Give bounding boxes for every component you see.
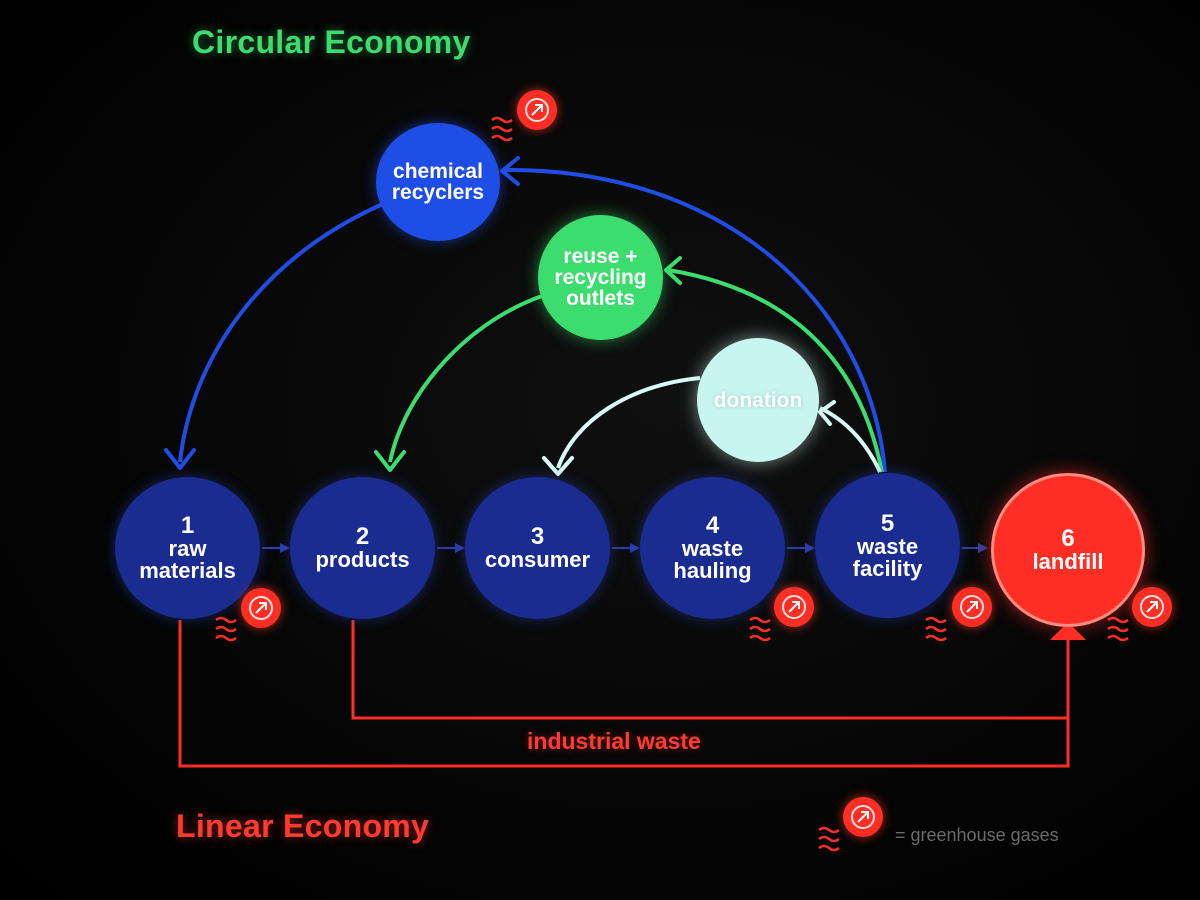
consumer-node: 3 consumer: [465, 477, 610, 619]
raw-materials-label-1: raw: [168, 536, 207, 561]
donation-label: donation: [713, 388, 803, 412]
reuse-return-arrowhead: [664, 256, 682, 285]
raw-materials-label-2: materials: [139, 558, 236, 583]
landfill-number: 6: [1061, 525, 1075, 552]
reuse-to-products-arrowhead: [374, 450, 406, 472]
circular-economy-title: Circular Economy: [192, 24, 471, 60]
waste-facility-node: 5 waste facility: [815, 473, 960, 618]
reuse-outlets-node: reuse + recycling outlets: [538, 215, 663, 340]
linear-economy-title: Linear Economy: [176, 808, 430, 844]
reuse-to-products-arc: [388, 293, 546, 463]
ghg-wave-icon: [749, 616, 771, 642]
ghg-wave-icon: [491, 116, 513, 142]
waste-hauling-label-2: hauling: [673, 558, 752, 583]
donation-return-arrowhead: [818, 400, 836, 426]
consumer-number: 3: [530, 523, 545, 550]
raw-materials-node: 1 raw materials: [115, 477, 260, 619]
reuse-outlets-label-3: outlets: [566, 287, 635, 310]
chemical-return-arc: [504, 167, 887, 473]
industrial-waste-line-products: [351, 620, 1068, 720]
ghg-wave-icon: [215, 616, 237, 642]
waste-hauling-node: 4 waste hauling: [640, 477, 785, 619]
reuse-outlets-label-1: reuse +: [563, 245, 638, 268]
greenhouse-gas-icon: [774, 587, 814, 627]
landfill-arrowhead: [1050, 622, 1086, 640]
ghg-wave-icon: [1107, 616, 1129, 642]
donation-node: donation: [697, 338, 819, 462]
donation-to-consumer-arrowhead: [542, 456, 574, 476]
raw-materials-number: 1: [180, 512, 195, 539]
products-label: products: [315, 547, 410, 572]
waste-hauling-number: 4: [705, 512, 720, 539]
legend-greenhouse-gas-icon: [843, 797, 883, 837]
chemical-recyclers-node: chemical recyclers: [376, 123, 500, 241]
greenhouse-gas-icon: [517, 90, 557, 130]
donation-return-arc: [819, 406, 882, 473]
waste-facility-number: 5: [880, 509, 895, 537]
consumer-label: consumer: [484, 547, 591, 572]
legend-text: = greenhouse gases: [895, 825, 1059, 845]
waste-facility-label-2: facility: [852, 555, 923, 581]
waste-hauling-label-1: waste: [681, 536, 744, 561]
landfill-label: landfill: [1032, 549, 1104, 574]
chemical-to-raw-arc: [178, 198, 393, 463]
greenhouse-gas-icon: [1132, 587, 1172, 627]
industrial-waste-label: industrial waste: [527, 728, 701, 754]
landfill-node: 6 landfill: [991, 473, 1145, 627]
greenhouse-gas-icon: [952, 587, 992, 627]
reuse-return-arc: [667, 268, 884, 473]
greenhouse-gas-icon: [241, 588, 281, 628]
reuse-outlets-label-2: recycling: [554, 266, 647, 289]
chemical-to-raw-arrowhead: [164, 448, 196, 470]
waste-facility-label-1: waste: [856, 533, 919, 559]
chemical-recyclers-label-2: recyclers: [391, 181, 485, 204]
industrial-waste-line-raw: [178, 620, 1070, 768]
products-node: 2 products: [290, 477, 435, 619]
chemical-recyclers-label-1: chemical: [393, 160, 483, 183]
donation-to-consumer-arc: [556, 376, 701, 469]
legend-ghg-wave-icon: [818, 826, 840, 852]
products-number: 2: [355, 523, 370, 550]
chemical-return-arrowhead: [500, 156, 520, 186]
ghg-wave-icon: [925, 616, 947, 642]
